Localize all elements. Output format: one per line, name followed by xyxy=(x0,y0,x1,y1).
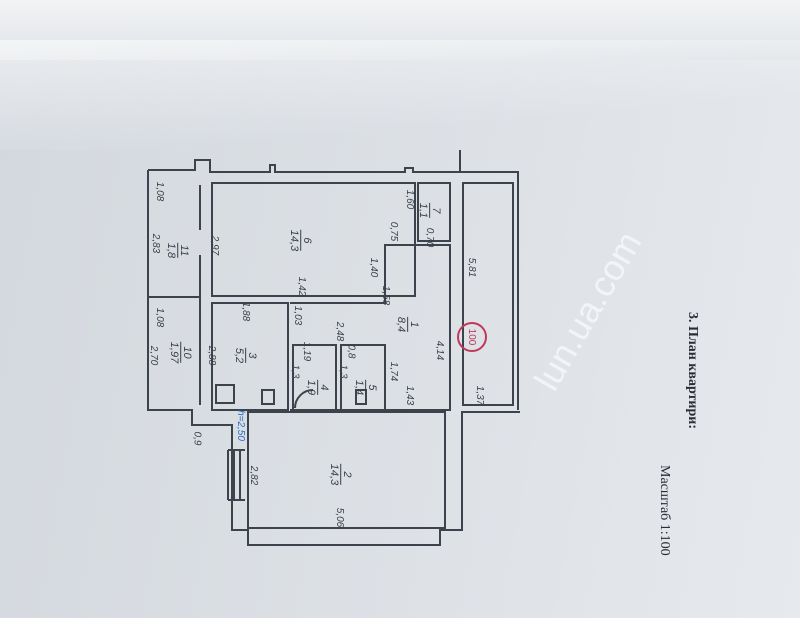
stove xyxy=(215,384,235,404)
dim: 5,81 xyxy=(466,257,478,278)
stairs xyxy=(227,449,245,501)
dim: 2,48 xyxy=(334,321,346,342)
scale-label: Масштаб 1:100 xyxy=(657,465,672,556)
dim: 0,9 xyxy=(191,431,203,446)
dim: 5,06 xyxy=(334,507,346,528)
dim: 1,3 xyxy=(289,364,301,379)
dim: 1,88 xyxy=(240,301,252,322)
room-1-walls xyxy=(290,244,451,411)
dim: 0,8 xyxy=(345,344,357,359)
dim: 1,37 xyxy=(474,385,486,406)
dim: 1,43 xyxy=(404,385,416,406)
dim: 1,3 xyxy=(337,364,349,379)
toilet xyxy=(355,389,367,405)
stamp: 100 xyxy=(457,322,487,352)
plastic-sleeve-glare xyxy=(0,40,800,150)
loggia-walls xyxy=(148,185,201,405)
room-2-walls xyxy=(247,411,446,529)
dim: 2,83 xyxy=(150,233,162,254)
dim: 4,14 xyxy=(434,340,446,361)
dim: 1,08 xyxy=(154,181,166,202)
room-7-walls xyxy=(417,182,451,242)
dim: 1,60 xyxy=(404,189,416,210)
dim: 1,40 xyxy=(368,257,380,278)
dim: 1,19 xyxy=(301,341,313,362)
dim: 2,70 xyxy=(148,345,160,366)
plan-title: 3. План квартири: xyxy=(685,312,700,429)
dim: 0,70 xyxy=(424,227,436,248)
door-swing xyxy=(294,389,314,409)
dim: 1,74 xyxy=(388,361,400,382)
dim: 2,88 xyxy=(206,345,218,366)
room-3-walls xyxy=(211,302,289,411)
dim: 1,58 xyxy=(380,285,392,306)
dim: 1,08 xyxy=(154,307,166,328)
dim: 2,97 xyxy=(209,235,221,256)
dim: 1,42 xyxy=(296,276,308,297)
stairwell-walls xyxy=(462,182,514,406)
dim: 2,82 xyxy=(248,465,260,486)
outer-wall xyxy=(147,150,520,546)
dim: 1,03 xyxy=(292,305,304,326)
dim: 0,75 xyxy=(388,221,400,242)
room-6-walls xyxy=(211,182,416,297)
height-note: h=2,50 xyxy=(234,410,246,441)
sink xyxy=(261,389,275,405)
